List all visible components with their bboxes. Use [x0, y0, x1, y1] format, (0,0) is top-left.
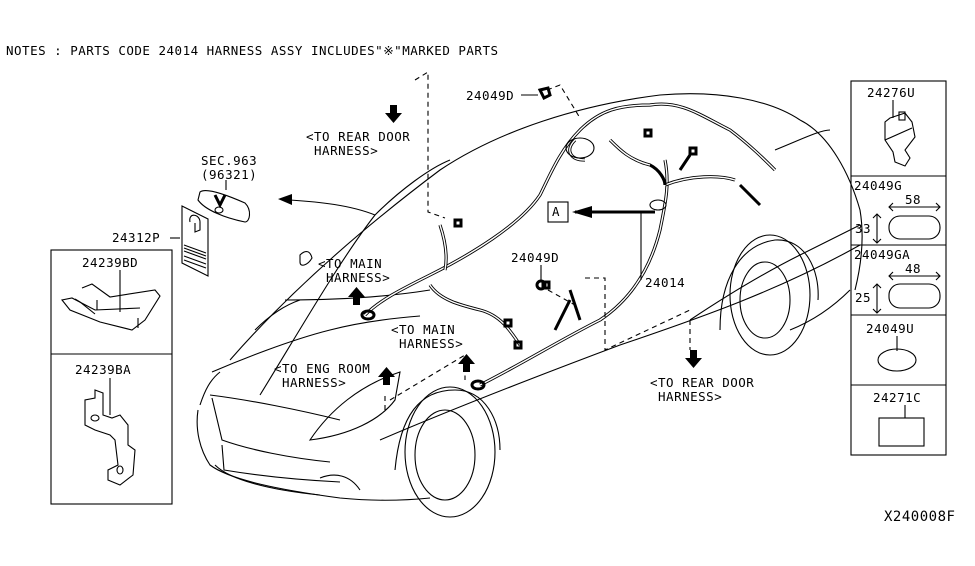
part-label-24049GA[interactable]: 24049GA — [854, 247, 911, 262]
dim-24049G-height: 33 — [855, 221, 872, 236]
arrow-up-icon — [348, 287, 365, 305]
dim-24049G-width: 58 — [905, 192, 922, 207]
grommet-24049GA-drawing — [872, 271, 941, 314]
part-label-24049G[interactable]: 24049G — [854, 178, 903, 193]
car-body-outline — [196, 93, 863, 518]
clip-24049D-mid-drawing — [535, 279, 547, 291]
bracket-24239BA-drawing — [84, 378, 136, 486]
callout-eng-room-harness: <TO ENG ROOM HARNESS> — [274, 361, 371, 390]
callout-main-harness-lower: <TO MAIN HARNESS> — [391, 322, 464, 351]
dim-24049GA-width: 48 — [905, 261, 922, 276]
callout-main-harness-upper: <TO MAIN HARNESS> — [318, 256, 391, 285]
callout-rear-door-top: <TO REAR DOOR HARNESS> — [306, 129, 411, 158]
clip-24049D-top-drawing — [537, 86, 552, 101]
part-label-24271C[interactable]: 24271C — [873, 390, 922, 405]
part-label-24049D-top[interactable]: 24049D — [466, 88, 515, 103]
grommet-24049U-drawing — [877, 336, 917, 372]
bracket-24239BD-drawing — [61, 270, 161, 331]
part-label-sec963[interactable]: SEC.963(96321) — [201, 153, 258, 182]
tape-24271C-drawing — [878, 405, 925, 447]
mirror-drawing — [197, 189, 251, 223]
leader-lines — [170, 71, 691, 410]
callout-rear-door-bottom: <TO REAR DOOR HARNESS> — [650, 375, 755, 404]
part-label-24239BA[interactable]: 24239BA — [75, 362, 132, 377]
part-label-24239BD[interactable]: 24239BD — [82, 255, 139, 270]
part-label-24049D-mid[interactable]: 24049D — [511, 250, 560, 265]
part-label-24049U[interactable]: 24049U — [866, 321, 915, 336]
arrow-up-icon — [378, 367, 395, 385]
arrow-down-icon — [385, 105, 402, 123]
part-label-24014[interactable]: 24014 — [645, 275, 686, 290]
notes-text: NOTES : PARTS CODE 24014 HARNESS ASSY IN… — [6, 43, 499, 58]
view-a-label[interactable]: A — [552, 204, 561, 219]
grommet-24049G-drawing — [872, 202, 941, 244]
harness-24014 — [360, 102, 777, 391]
diagram-code: X240008F — [884, 509, 956, 525]
dim-24049GA-height: 25 — [855, 290, 872, 305]
view-a-box — [547, 201, 569, 223]
clip-24276U-drawing — [884, 100, 916, 167]
right-panel-frame — [850, 80, 947, 456]
part-label-24276U[interactable]: 24276U — [867, 85, 916, 100]
part-label-24312P[interactable]: 24312P — [112, 230, 161, 245]
hang-tag-drawing — [181, 205, 209, 277]
arrow-down-icon — [685, 350, 702, 368]
direction-arrows — [348, 105, 702, 385]
arrow-up-icon — [458, 354, 475, 372]
left-panel-frame — [50, 249, 173, 505]
